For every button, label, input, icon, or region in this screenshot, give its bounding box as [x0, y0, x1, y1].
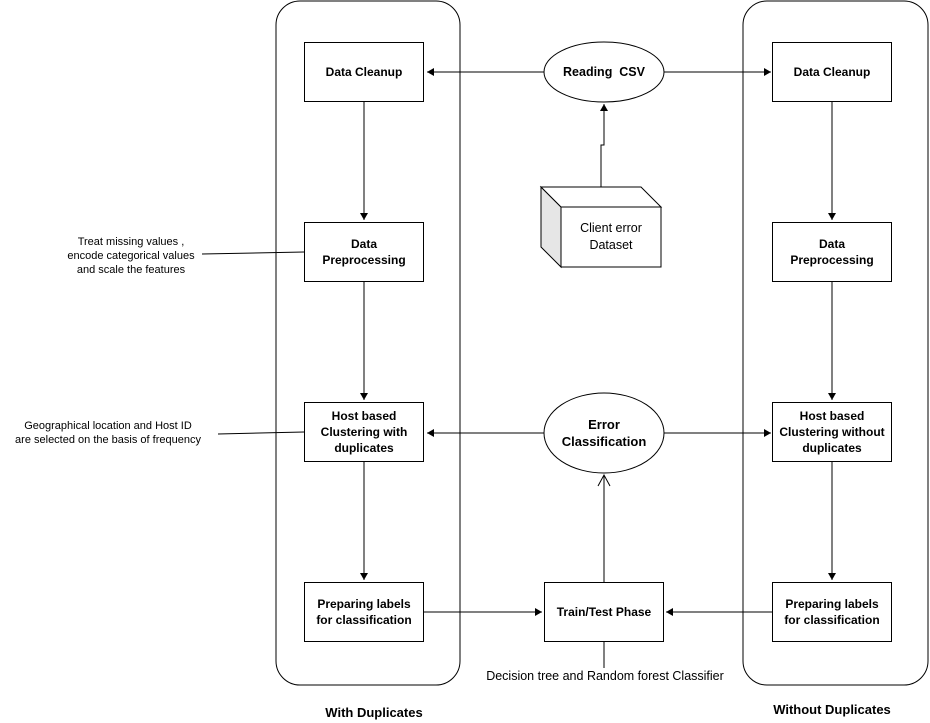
right-labels-line2: for classification: [784, 613, 880, 627]
left-clustering-box: Host based Clustering with duplicates: [304, 402, 424, 462]
clustering-note: Geographical location and Host ID are se…: [0, 419, 216, 447]
left-preprocess-line1: Data: [350, 237, 377, 251]
error-line2: Classification: [561, 434, 647, 449]
dataset-line2: Dataset: [589, 238, 633, 252]
left-cluster-line2: Clustering with: [320, 425, 408, 439]
preprocess-note-line2: encode categorical values: [67, 250, 195, 262]
dataset-cube: [539, 185, 663, 269]
left-labels-line2: for classification: [316, 613, 412, 627]
left-cluster-line1: Host based: [331, 409, 397, 423]
train-test-label: Train/Test Phase: [556, 605, 652, 619]
preprocessing-note: Treat missing values , encode categorica…: [50, 235, 212, 277]
reading-csv-node: Reading CSV: [544, 42, 664, 102]
cluster-note-line2: are selected on the basis of frequency: [15, 434, 201, 446]
left-data-cleanup-box: Data Cleanup: [304, 42, 424, 102]
left-preprocess-line2: Preprocessing: [322, 253, 406, 267]
train-test-phase-box: Train/Test Phase: [544, 582, 664, 642]
right-preprocess-line2: Preprocessing: [790, 253, 874, 267]
right-cluster-line2: Clustering without: [779, 425, 885, 439]
left-preparing-labels-box: Preparing labels for classification: [304, 582, 424, 642]
left-cluster-line3: duplicates: [334, 441, 394, 455]
lane-title-with-duplicates: With Duplicates: [325, 705, 423, 720]
lane-with-duplicates: [275, 0, 461, 686]
right-data-preprocessing-box: Data Preprocessing: [772, 222, 892, 282]
right-data-cleanup-box: Data Cleanup: [772, 42, 892, 102]
error-line1: Error: [588, 417, 620, 432]
preprocess-note-line3: and scale the features: [76, 264, 186, 276]
cluster-note-line1: Geographical location and Host ID: [24, 420, 192, 432]
right-cluster-line1: Host based: [799, 409, 865, 423]
error-classification-node: Error Classification: [544, 393, 664, 473]
right-data-cleanup-label: Data Cleanup: [793, 65, 871, 79]
right-cluster-line3: duplicates: [802, 441, 862, 455]
classifier-note: Decision tree and Random forest Classifi…: [486, 669, 724, 683]
right-preparing-labels-box: Preparing labels for classification: [772, 582, 892, 642]
right-labels-line1: Preparing labels: [785, 597, 879, 611]
preprocess-note-line1: Treat missing values ,: [77, 236, 185, 248]
left-data-cleanup-label: Data Cleanup: [325, 65, 403, 79]
lane-without-duplicates: [742, 0, 929, 686]
lane-title-without-duplicates: Without Duplicates: [773, 702, 891, 717]
reading-csv-label: Reading CSV: [563, 64, 645, 79]
client-error-dataset-node: Client error Dataset: [561, 207, 661, 267]
right-clustering-box: Host based Clustering without duplicates: [772, 402, 892, 462]
connectors: [201, 68, 836, 668]
right-preprocess-line1: Data: [818, 237, 845, 251]
left-labels-line1: Preparing labels: [317, 597, 411, 611]
dataset-line1: Client error: [580, 221, 642, 235]
left-data-preprocessing-box: Data Preprocessing: [304, 222, 424, 282]
